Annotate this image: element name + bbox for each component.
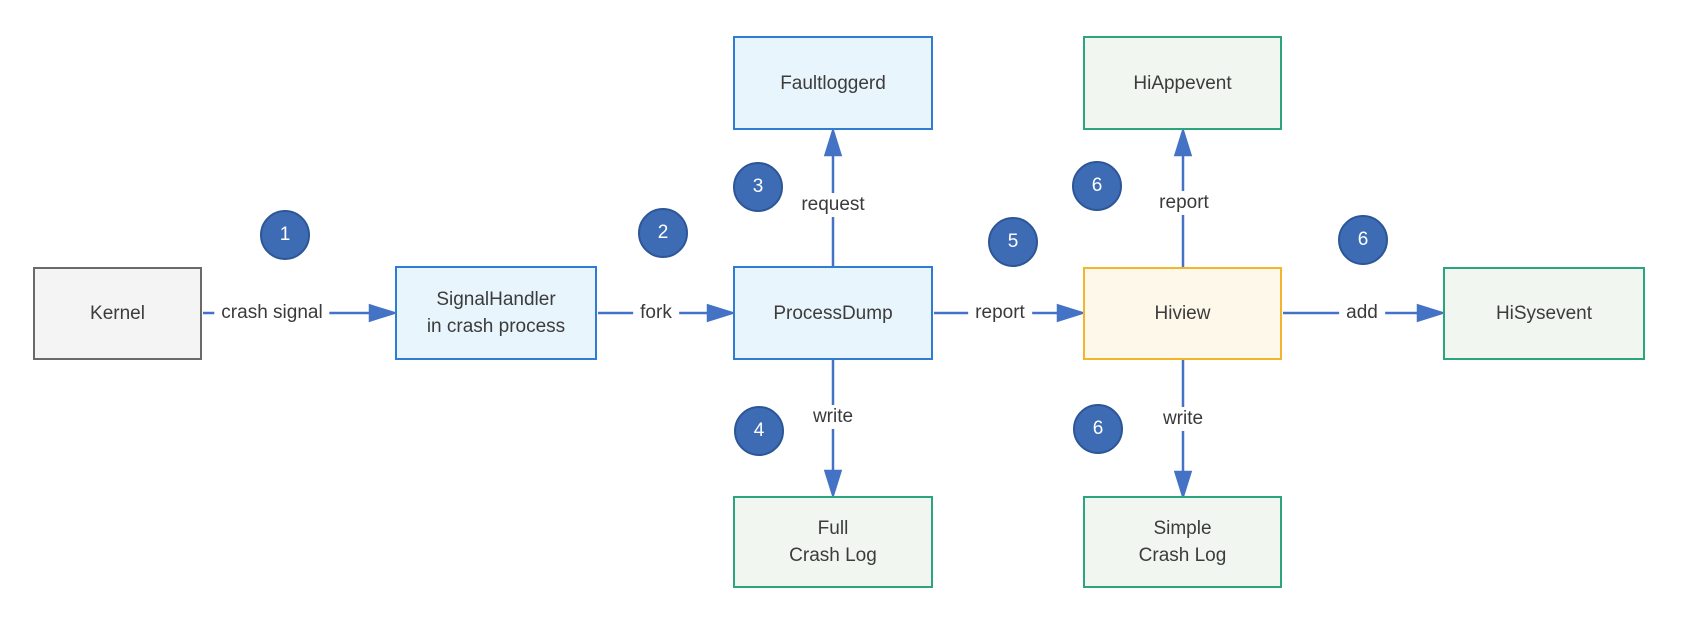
node-full-crash-log: Full Crash Log <box>733 496 933 588</box>
edge-label-crash-signal: crash signal <box>214 301 330 325</box>
edge-label-fork: fork <box>633 301 679 325</box>
node-signal-handler: SignalHandler in crash process <box>395 266 597 360</box>
node-hiappevent-label: HiAppevent <box>1133 72 1232 94</box>
node-kernel-label: Kernel <box>90 303 145 324</box>
node-full-crash-log-label: Full Crash Log <box>789 518 877 566</box>
step-badge-4: 4 <box>734 406 784 456</box>
edge-label-report-hiview: report <box>968 301 1032 325</box>
node-faultloggerd: Faultloggerd <box>733 36 933 130</box>
arrowhead-right-icon <box>1056 303 1087 323</box>
step-badge-3: 3 <box>733 162 783 212</box>
step-badge-2: 2 <box>638 208 688 258</box>
step-badge-5: 5 <box>988 217 1038 267</box>
arrowhead-up-icon <box>823 126 843 157</box>
step-badge-6-add: 6 <box>1338 215 1388 265</box>
node-process-dump-label: ProcessDump <box>773 302 893 324</box>
node-simple-crash-log-label: Simple Crash Log <box>1138 518 1227 566</box>
arrowhead-right-icon <box>706 303 737 323</box>
node-kernel: Kernel <box>33 267 202 360</box>
edge-label-request: request <box>794 193 872 217</box>
edge-label-write-simple: write <box>1155 407 1211 431</box>
arrowhead-up-icon <box>1173 126 1193 157</box>
arrowhead-right-icon <box>368 303 399 323</box>
node-simple-crash-log: Simple Crash Log <box>1083 496 1282 588</box>
step-badge-6-write: 6 <box>1073 404 1123 454</box>
node-hiappevent: HiAppevent <box>1083 36 1282 130</box>
edge-label-report-hiappevent: report <box>1152 191 1216 215</box>
edge-label-write-full: write <box>805 405 861 429</box>
node-hisysevent: HiSysevent <box>1443 267 1645 360</box>
edge-label-add: add <box>1339 301 1385 325</box>
node-signal-handler-label: SignalHandler in crash process <box>426 289 566 337</box>
arrowhead-right-icon <box>1416 303 1447 323</box>
node-process-dump: ProcessDump <box>733 266 933 360</box>
step-badge-6-report: 6 <box>1072 161 1122 211</box>
step-badge-1: 1 <box>260 210 310 260</box>
node-hiview-label: Hiview <box>1154 303 1211 324</box>
arrowhead-down-icon <box>823 469 843 500</box>
arrowhead-down-icon <box>1173 470 1193 501</box>
node-hiview: Hiview <box>1083 267 1282 360</box>
node-hisysevent-label: HiSysevent <box>1495 303 1593 324</box>
node-faultloggerd-label: Faultloggerd <box>780 72 886 94</box>
